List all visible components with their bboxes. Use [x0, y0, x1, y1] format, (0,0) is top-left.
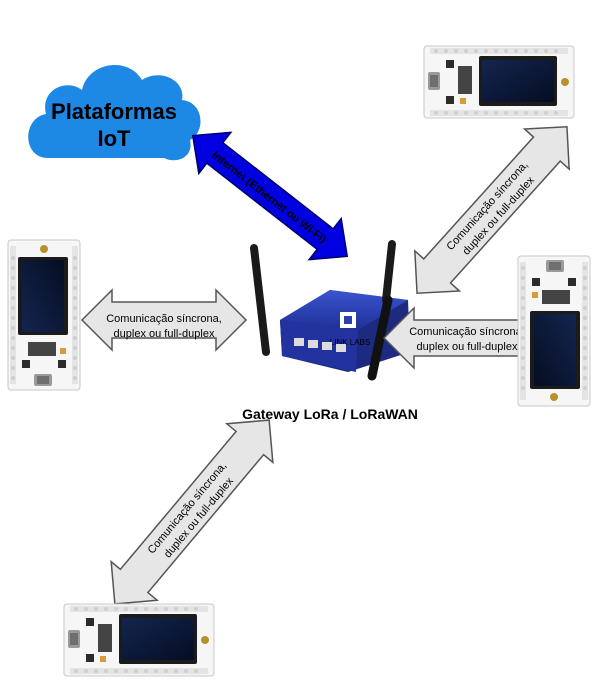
- lora-board-right: [517, 255, 591, 407]
- gateway-device: LINK LABS: [250, 240, 410, 381]
- iot-platforms-cloud: Plataformas IoT: [28, 65, 201, 161]
- internet-arrow-label: Internet (Ethernet ou Wi-Fi): [209, 149, 328, 246]
- link-arrow-left: Comunicação síncrona, duplex ou full-dup…: [80, 288, 248, 352]
- link-right-line2: duplex ou full-duplex: [417, 341, 518, 353]
- cloud-title-line2: IoT: [98, 126, 132, 151]
- internet-arrow: Internet (Ethernet ou Wi-Fi): [191, 131, 349, 261]
- link-right-line1: Comunicação síncrona,: [409, 326, 525, 338]
- link-left-line2: duplex ou full-duplex: [114, 328, 215, 340]
- cloud-title-line1: Plataformas: [51, 99, 177, 124]
- lora-board-bottom: [63, 603, 215, 677]
- gateway-label: Gateway LoRa / LoRaWAN: [242, 406, 418, 422]
- lora-board-top-right: [423, 45, 575, 119]
- gateway-brand: LINK LABS: [330, 338, 370, 347]
- lora-board-left: [7, 239, 81, 391]
- link-left-line1: Comunicação síncrona,: [106, 313, 222, 325]
- link-arrow-bottom-left: Comunicação síncrona, duplex ou full-dup…: [110, 419, 274, 605]
